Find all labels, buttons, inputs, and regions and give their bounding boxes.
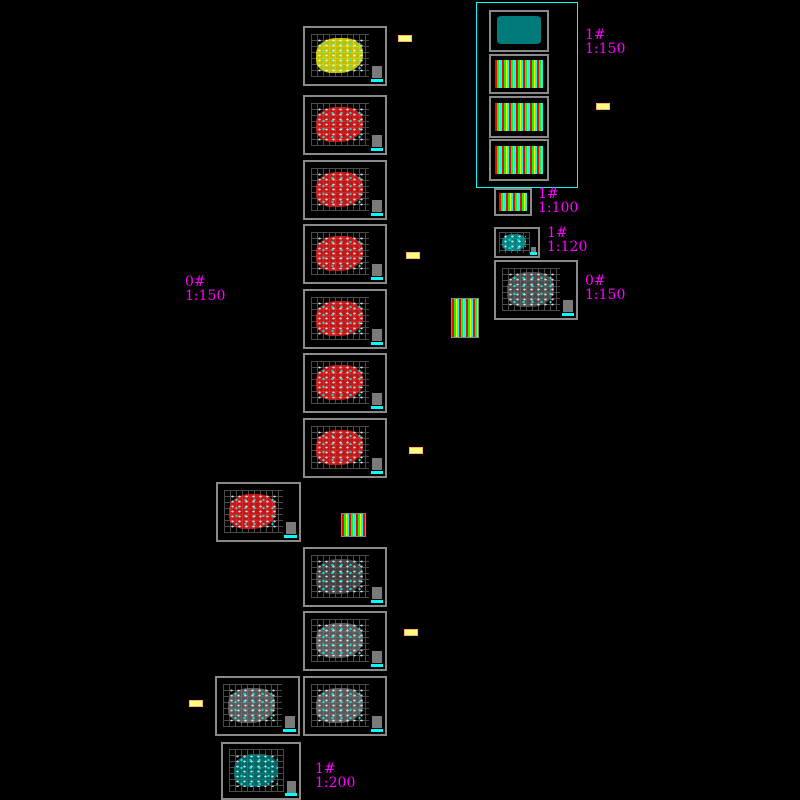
scale-label-right-1-150: 1#1:150 <box>585 28 625 56</box>
scale-label-left-0-150: 0#1:150 <box>185 275 225 303</box>
scale-text: 1:150 <box>185 288 226 304</box>
title-block <box>285 716 295 729</box>
title-bar <box>370 470 384 474</box>
riser-diagram <box>495 145 543 175</box>
block-marker[interactable] <box>404 629 418 636</box>
legend-block[interactable] <box>451 298 479 338</box>
drawing-sheet[interactable] <box>216 482 301 542</box>
scale-label-right-0-150: 0#1:150 <box>585 274 625 302</box>
title-block <box>372 135 382 148</box>
title-bar <box>370 405 384 409</box>
drawing-sheet[interactable] <box>303 547 387 607</box>
plan-details <box>233 753 278 788</box>
sheet-number: 0# <box>585 273 606 289</box>
drawing-sheet[interactable] <box>303 95 387 155</box>
title-block <box>372 393 382 406</box>
title-block <box>372 264 382 277</box>
plan-details <box>316 430 363 465</box>
title-block <box>372 200 382 213</box>
title-bar <box>283 728 297 732</box>
schematic-sheet[interactable] <box>489 10 549 52</box>
plan-details <box>316 38 363 73</box>
block-marker[interactable] <box>406 252 420 259</box>
title-bar <box>370 341 384 345</box>
sheet-number: 1# <box>315 761 336 777</box>
schematic-sheet[interactable] <box>489 96 549 138</box>
title-block <box>372 66 382 79</box>
drawing-sheet[interactable] <box>303 353 387 413</box>
legend-block[interactable] <box>341 513 366 537</box>
title-bar <box>284 534 298 538</box>
sheet-number: 1# <box>585 27 606 43</box>
title-block <box>372 587 382 600</box>
drawing-sheet[interactable] <box>303 611 387 671</box>
title-bar <box>370 663 384 667</box>
title-bar <box>561 312 575 316</box>
title-block <box>286 780 296 793</box>
block-marker[interactable] <box>189 700 203 707</box>
drawing-sheet[interactable] <box>303 289 387 349</box>
title-bar <box>370 728 384 732</box>
plan-details <box>316 365 363 400</box>
schematic-sheet[interactable] <box>489 54 549 94</box>
drawing-sheet[interactable] <box>303 26 387 86</box>
riser-diagram <box>495 102 543 132</box>
sheet-number: 0# <box>185 274 206 290</box>
plan-details <box>229 494 277 529</box>
title-bar <box>530 251 538 255</box>
schematic-sheet[interactable] <box>489 139 549 181</box>
title-bar <box>370 78 384 82</box>
block-marker[interactable] <box>409 447 423 454</box>
title-block <box>372 716 382 729</box>
plan-details <box>316 236 363 271</box>
plan-details <box>316 688 363 723</box>
title-block <box>563 300 573 313</box>
riser-diagram <box>495 60 543 88</box>
drawing-sheet[interactable] <box>494 260 578 320</box>
scale-label-bottom-1-200: 1#1:200 <box>315 762 355 790</box>
schematic-sheet[interactable] <box>494 188 532 216</box>
plan-details <box>501 233 527 251</box>
riser-diagram <box>496 15 542 45</box>
title-bar <box>370 599 384 603</box>
title-block <box>286 522 296 535</box>
scale-label-right-1-120: 1#1:120 <box>547 226 587 254</box>
title-block <box>531 247 537 254</box>
sheet-number: 1# <box>547 225 568 241</box>
drawing-sheet[interactable] <box>494 227 540 258</box>
scale-text: 1:150 <box>585 41 626 57</box>
drawing-sheet[interactable] <box>303 676 387 736</box>
plan-details <box>316 301 363 336</box>
selection-frame <box>476 2 578 188</box>
drawing-sheet[interactable] <box>221 742 301 800</box>
plan-details <box>316 172 363 207</box>
drawing-sheet[interactable] <box>303 418 387 478</box>
title-bar <box>370 276 384 280</box>
plan-details <box>316 623 363 658</box>
scale-text: 1:100 <box>538 200 579 216</box>
title-block <box>372 329 382 342</box>
title-bar <box>370 147 384 151</box>
plan-details <box>228 688 276 723</box>
plan-details <box>316 107 363 142</box>
title-bar <box>285 792 298 796</box>
scale-text: 1:150 <box>585 287 626 303</box>
title-block <box>372 458 382 471</box>
sheet-number: 1# <box>538 186 559 202</box>
block-marker[interactable] <box>398 35 412 42</box>
block-marker[interactable] <box>596 103 610 110</box>
drawing-sheet[interactable] <box>215 676 300 736</box>
scale-text: 1:200 <box>315 775 356 791</box>
scale-text: 1:120 <box>547 239 588 255</box>
plan-details <box>316 559 363 594</box>
plan-details <box>507 272 554 307</box>
title-bar <box>370 212 384 216</box>
riser-diagram <box>498 192 528 212</box>
drawing-sheet[interactable] <box>303 224 387 284</box>
title-block <box>372 651 382 664</box>
scale-label-right-1-100: 1#1:100 <box>538 187 578 215</box>
drawing-sheet[interactable] <box>303 160 387 220</box>
